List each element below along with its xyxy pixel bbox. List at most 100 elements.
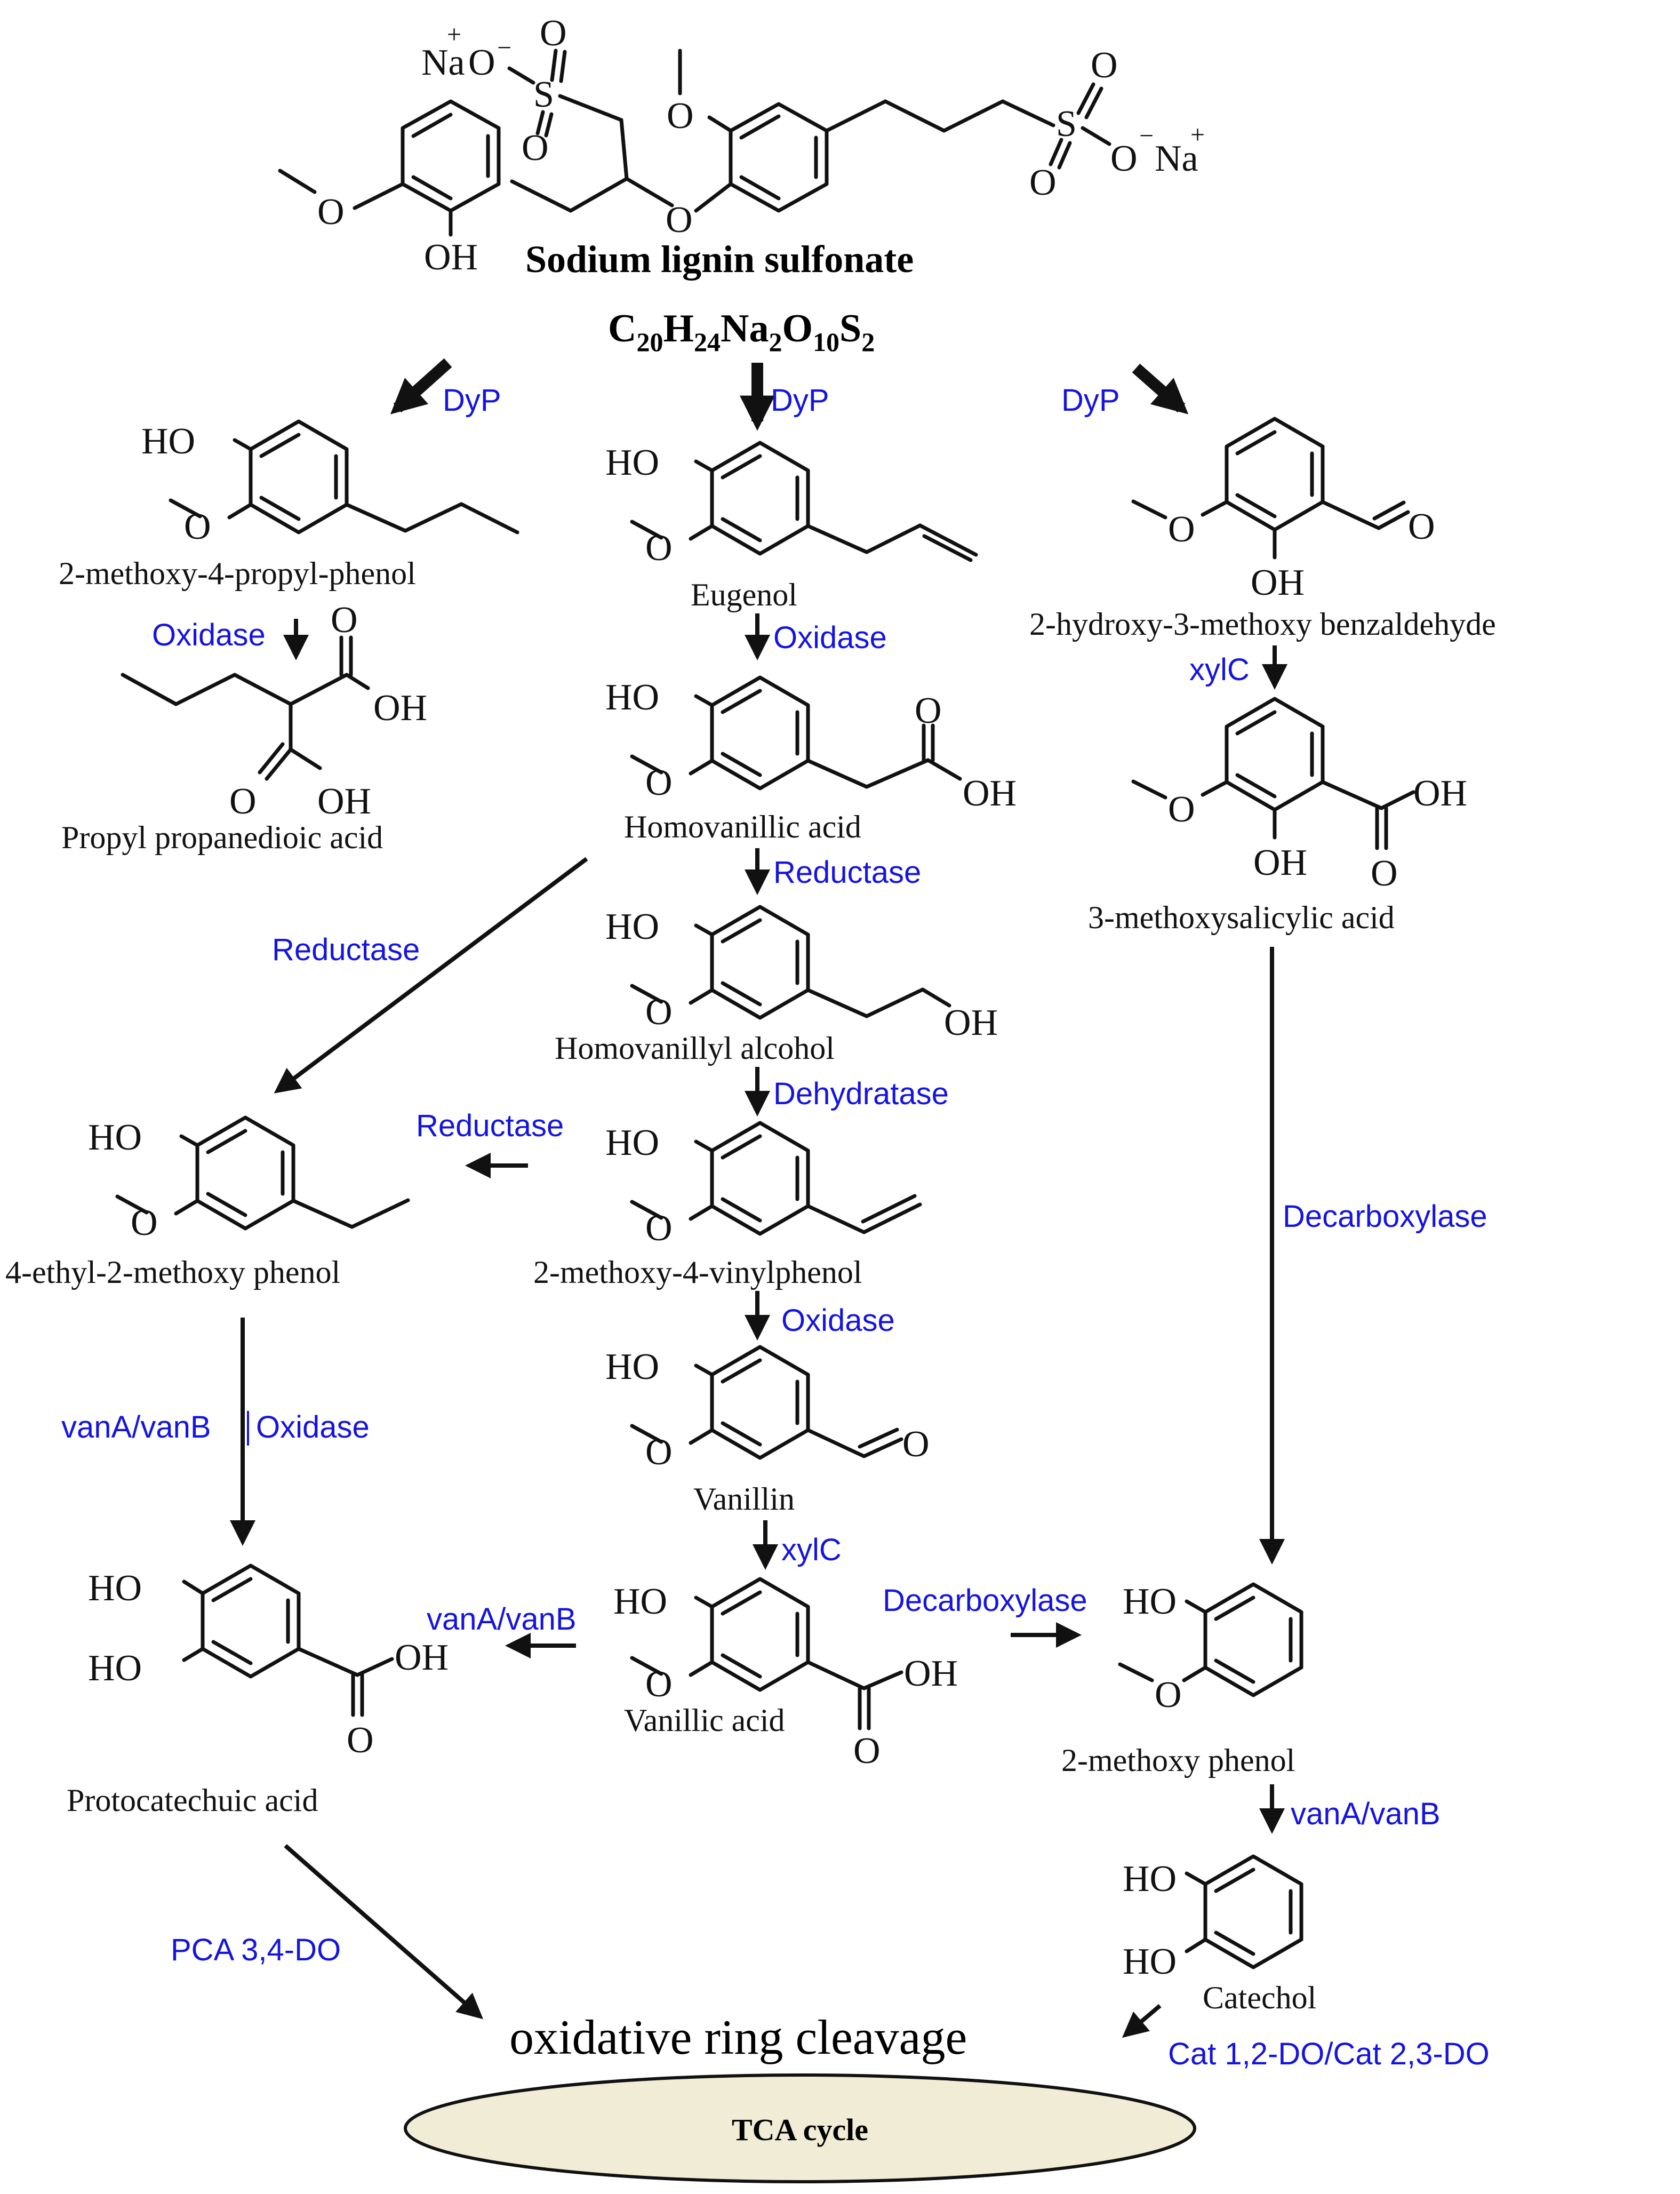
enzyme-decarboxylase: Decarboxylase [883,1583,1087,1618]
atom-oh: OH [1413,773,1467,814]
atom-na: Na [1155,138,1198,179]
enzyme-xylc: xylC [781,1533,842,1567]
atom-o: O [902,1424,930,1465]
compound-propanedioic: Propyl propanedioic acid [61,820,383,855]
tca-cycle-ellipse [404,2073,1196,2183]
enzyme-oxidase: Oxidase [773,620,887,655]
atom-oh: OH [904,1653,958,1694]
atom-o: O [1029,162,1057,203]
compound-homovanillic: Homovanillic acid [624,809,861,844]
atom-o: O [667,95,694,137]
propylphenol-structure: HO O [141,421,519,547]
arrow-catechol-to-cleavage [1122,2004,1162,2038]
atom-o: O [666,200,693,241]
atom-o: O [645,1432,673,1473]
atom-o: O [184,506,211,547]
atom-o: O [1155,1674,1182,1716]
atom-ho: HO [141,421,195,462]
enzyme-dehydratase: Dehydratase [773,1076,949,1111]
atom-oh: OH [1251,562,1305,603]
compound-homovanillyl: Homovanillyl alcohol [555,1031,835,1066]
enzyme-decarboxylase: Decarboxylase [1283,1199,1487,1234]
atom-na: Na [421,42,465,83]
compound-vanillic: Vanillic acid [624,1703,785,1738]
tca-cycle-label: TCA cycle [732,2112,868,2147]
enzyme-pca: PCA 3,4-DO [171,1933,341,1967]
atom-o: O [229,781,257,822]
atom-ho: HO [605,442,659,483]
vinylphenol-structure: HO O [605,1122,922,1249]
enzyme-reductase: Reductase [416,1108,564,1143]
atom-o: O [540,13,567,54]
lignin-sulfonate-structure: O OH Na O + − O S O O O S O [278,13,1205,278]
atom-ho: HO [605,906,659,947]
enzyme-oxidase: Oxidase [256,1410,370,1445]
enzyme-dyp: DyP [443,383,501,418]
enzyme-vanab: vanA/vanB [1291,1797,1441,1831]
vanillin-structure: HO O O [605,1346,930,1473]
benzaldehyde-structure: O OH O [1131,417,1435,603]
lignin-title: Sodium lignin sulfonate [525,238,914,281]
atom-o: O [522,127,549,169]
atom-o: O [645,762,673,803]
dyp-arrow-right [1132,363,1189,414]
arrow-homovanillic-to-ethyl [274,857,588,1094]
compound-protocatechuic: Protocatechuic acid [67,1783,318,1818]
enzyme-vanab: vanA/vanB [427,1602,577,1637]
atom-o: O [1168,789,1195,830]
atom-o: O [331,600,358,641]
compound-propylphenol: 2-methoxy-4-propyl-phenol [59,556,416,591]
compound-vanillin: Vanillin [693,1481,795,1517]
compound-methoxyphenol: 2-methoxy phenol [1061,1743,1295,1778]
lignin-formula: C20H24Na2O10S2 [608,307,875,357]
atom-ho: HO [605,1122,659,1163]
compound-catechol: Catechol [1203,1980,1316,2015]
dyp-arrow-left [390,358,452,414]
ring-cleavage-label: oxidative ring cleavage [509,2010,967,2064]
compound-eugenol: Eugenol [691,577,797,612]
atom-o: O [1408,506,1435,547]
enzyme-reductase: Reductase [773,855,921,890]
atom-o: O [1168,509,1195,550]
atom-o: O [853,1730,881,1772]
charge-minus: − [1139,122,1154,150]
atom-o: O [645,1664,673,1705]
enzyme-cat: Cat 1,2-DO/Cat 2,3-DO [1168,2037,1490,2071]
vanillic-structure: HO O OH O [613,1579,958,1772]
atom-ho: HO [88,1648,142,1689]
atom-o: O [645,1208,673,1249]
atom-o: O [1110,138,1138,179]
enzyme-oxidase: Oxidase [152,618,266,652]
enzyme-reductase: Reductase [272,932,420,967]
homovanillic-structure: HO O O OH [605,677,1017,814]
atom-o: O [131,1202,158,1243]
atom-ho: HO [605,1346,659,1387]
compound-ethylphenol: 4-ethyl-2-methoxy phenol [5,1255,340,1290]
ethylphenol-structure: HO O [88,1117,410,1243]
atom-ho: HO [613,1581,667,1622]
atom-ho: HO [1123,1941,1177,1982]
catechol-structure: HO HO [1123,1854,1303,1982]
atom-o: O [645,992,673,1033]
eugenol-structure: HO O [605,442,978,569]
compound-benzaldehyde: 2-hydroxy-3-methoxy benzaldehyde [1029,607,1496,642]
atom-s: S [1056,103,1077,145]
atom-o: O [915,690,942,731]
atom-oh: OH [395,1637,449,1678]
enzyme-dyp: DyP [771,383,829,418]
atom-o: O [317,192,345,233]
charge-minus: − [497,34,511,62]
atom-o: O [1091,45,1118,86]
propanedioic-structure: O OH O OH [121,600,427,822]
compound-vinylphenol: 2-methoxy-4-vinylphenol [533,1255,862,1290]
homovanillyl-structure: HO O OH [605,906,998,1043]
atom-o: O [645,528,673,569]
atom-oh: OH [963,773,1017,814]
enzyme-vanab: vanA/vanB [61,1410,211,1445]
atom-ho: HO [1123,1858,1177,1900]
enzyme-xylc: xylC [1189,652,1250,687]
atom-oh: OH [424,237,478,278]
atom-ho: HO [88,1117,142,1158]
atom-ho: HO [605,677,659,718]
